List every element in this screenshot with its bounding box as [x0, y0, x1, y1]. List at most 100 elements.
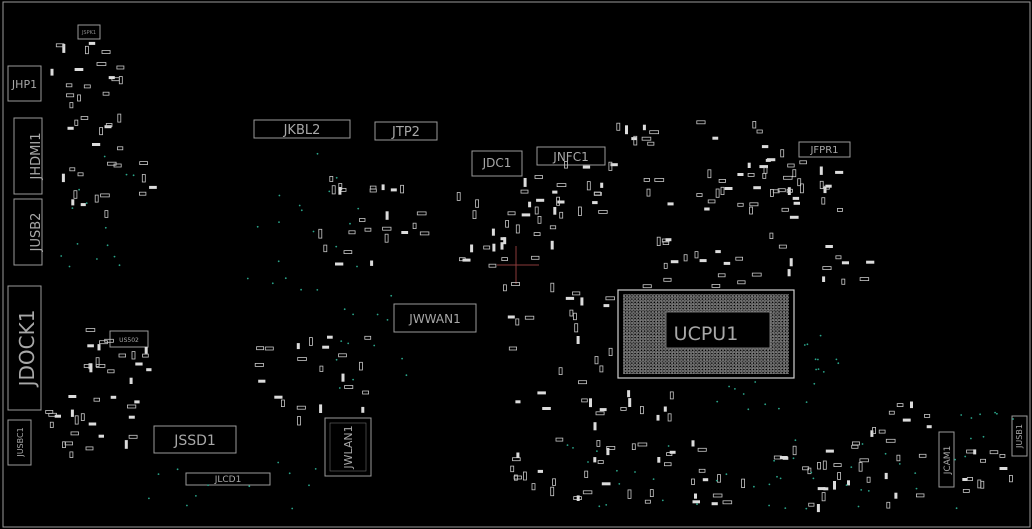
connector-jssd1[interactable]: JSSD1: [153, 425, 237, 454]
smd-component: [556, 183, 567, 188]
smd-component: [323, 244, 328, 253]
smd-component: [620, 406, 627, 411]
smd-component: [822, 276, 826, 282]
smd-component: [767, 158, 776, 162]
smd-component: [80, 413, 85, 421]
connector-jhdmi1[interactable]: JHDMI1: [13, 117, 44, 195]
smd-component: [819, 180, 824, 189]
via: [357, 207, 360, 210]
smd-component: [662, 241, 670, 246]
via: [113, 255, 116, 258]
smd-component: [569, 309, 574, 317]
connector-jwlan1[interactable]: JWLAN1: [324, 417, 372, 477]
jfpr1-label: JFPR1: [809, 145, 838, 156]
smd-component: [515, 318, 520, 326]
smd-component: [584, 470, 589, 478]
connector-jcam1[interactable]: JCAM1: [938, 431, 955, 488]
smd-component: [66, 93, 75, 98]
smd-component: [916, 493, 925, 498]
smd-component: [69, 167, 76, 172]
smd-component: [135, 362, 143, 366]
via: [634, 471, 636, 473]
smd-component: [751, 272, 762, 277]
smd-component: [747, 162, 751, 168]
smd-component: [737, 280, 746, 285]
via: [850, 466, 853, 468]
smd-component: [663, 262, 668, 269]
connector-jfpr1[interactable]: JFPR1: [798, 141, 851, 158]
smd-component: [833, 481, 836, 490]
smd-component: [523, 178, 527, 187]
connector-jdc1[interactable]: JDC1: [471, 150, 523, 177]
smd-component: [104, 210, 109, 218]
smd-component: [603, 304, 610, 308]
jdock1-label: JDOCK1: [15, 310, 39, 389]
via: [298, 204, 301, 207]
connector-jusbc1[interactable]: JUSBC1: [7, 419, 32, 466]
connector-jlcd1[interactable]: JLCD1: [185, 472, 271, 486]
via: [754, 381, 757, 383]
smd-component: [644, 499, 651, 504]
smd-component: [559, 211, 564, 219]
smd-component: [502, 284, 507, 292]
smd-component: [550, 240, 554, 250]
connector-jkbl2[interactable]: JKBL2: [253, 119, 351, 139]
chip-ucpu1[interactable]: UCPU1: [617, 289, 795, 379]
connector-jhp1[interactable]: JHP1: [7, 65, 42, 102]
smd-component: [65, 83, 73, 88]
smd-component: [534, 175, 543, 179]
smd-component: [101, 50, 111, 54]
via: [845, 484, 848, 486]
smd-component: [533, 232, 541, 237]
smd-component: [753, 186, 761, 190]
jwwan1-label: JWWAN1: [408, 312, 460, 326]
via: [861, 443, 864, 445]
connector-jusb2[interactable]: JUSB2: [13, 198, 44, 266]
smd-component: [781, 207, 789, 212]
smd-component: [625, 125, 628, 135]
smd-component: [918, 453, 927, 458]
smd-component: [763, 167, 768, 174]
smd-component: [980, 458, 986, 463]
via: [572, 447, 574, 449]
connector-jspk1[interactable]: JSPK1: [77, 24, 101, 40]
chip-us502[interactable]: US502: [109, 330, 149, 348]
smd-component: [578, 206, 582, 216]
smd-component: [792, 196, 800, 200]
jwlan1-label: JWLAN1: [342, 425, 355, 469]
smd-component: [851, 444, 859, 449]
smd-component: [606, 447, 610, 456]
via: [300, 288, 302, 291]
smd-component: [789, 258, 793, 267]
connector-jwwan1[interactable]: JWWAN1: [393, 303, 477, 333]
smd-component: [596, 440, 601, 447]
via: [76, 243, 79, 245]
via: [596, 450, 598, 452]
smd-component: [574, 323, 579, 333]
smd-component: [77, 172, 84, 177]
connector-jtp2[interactable]: JTP2: [374, 121, 438, 141]
via: [884, 452, 887, 455]
via: [857, 505, 860, 508]
via: [335, 245, 338, 248]
smd-component: [68, 395, 77, 398]
via: [300, 209, 303, 212]
via: [356, 265, 358, 268]
smd-component: [536, 198, 545, 202]
smd-component: [85, 328, 96, 332]
smd-component: [576, 336, 580, 344]
connector-jnfc1[interactable]: JNFC1: [536, 146, 606, 166]
via: [587, 461, 589, 463]
via: [277, 260, 280, 263]
smd-component: [580, 297, 584, 306]
smd-component: [707, 199, 716, 204]
connector-jusb1[interactable]: JUSB1: [1011, 415, 1028, 457]
smd-component: [107, 369, 115, 374]
smd-component: [737, 173, 744, 176]
connector-jdock1[interactable]: JDOCK1: [7, 285, 42, 411]
smd-component: [256, 346, 265, 351]
smd-component: [557, 200, 565, 204]
smd-component: [118, 76, 123, 85]
smd-component: [64, 441, 73, 446]
